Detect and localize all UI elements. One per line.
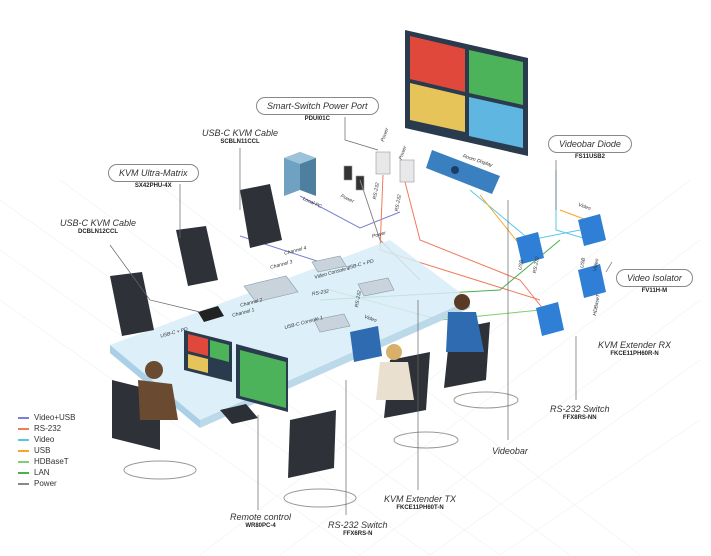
label-kvm-matrix: KVM Ultra-Matrix SX42PHU-4X xyxy=(108,163,199,189)
legend-label: Power xyxy=(34,479,57,488)
legend-swatch xyxy=(18,460,29,463)
legend-item: Video+USB xyxy=(18,412,75,423)
legend-swatch xyxy=(18,416,29,419)
label-power-port: Smart-Switch Power Port PDUI01C xyxy=(256,96,379,122)
label-kvm-ext-tx: KVM Extender TX FKCE11PH60T-N xyxy=(384,494,457,511)
legend-label: USB xyxy=(34,446,51,455)
legend-label: Video xyxy=(34,435,55,444)
legend-swatch xyxy=(18,482,29,485)
legend-label: Video+USB xyxy=(34,413,76,422)
label-usbc-kvm-top: USB-C KVM Cable SCBLN11CCL xyxy=(202,128,279,145)
local-pc xyxy=(284,152,316,196)
legend-item: LAN xyxy=(18,467,75,478)
legend-swatch xyxy=(18,449,29,452)
label-kvm-ext-rx: KVM Extender RX FKCE11PH60R-N xyxy=(598,340,672,357)
label-remote: Remote control WR80PC-4 xyxy=(230,512,292,529)
label-rs232-bottom: RS-232 Switch FFX6RS-N xyxy=(328,520,388,537)
legend-label: HDBaseT xyxy=(34,457,69,466)
video-wall xyxy=(405,30,528,156)
legend-label: LAN xyxy=(34,468,50,477)
label-videobar-diode: Videobar Diode FS11USB2 xyxy=(548,134,632,160)
label-usbc-kvm-left: USB-C KVM Cable DCBLN12CCL xyxy=(60,218,137,235)
table-monitors xyxy=(184,330,288,412)
table-devices xyxy=(198,255,395,424)
label-videobar: Videobar xyxy=(492,446,528,456)
label-rs232-right: RS-232 Switch FFX8RS-NN xyxy=(550,404,610,421)
legend-swatch xyxy=(18,471,29,474)
videobar-device xyxy=(426,150,500,194)
legend-item: USB xyxy=(18,445,75,456)
extender-devices xyxy=(516,214,606,336)
legend-item: HDBaseT xyxy=(18,456,75,467)
legend-swatch xyxy=(18,438,29,441)
legend-swatch xyxy=(18,427,29,430)
legend-item: Video xyxy=(18,434,75,445)
leader-lines xyxy=(109,117,613,515)
legend-label: RS-232 xyxy=(34,424,62,433)
legend-item: Power xyxy=(18,478,75,489)
people xyxy=(138,294,484,420)
power-plugs xyxy=(343,151,415,191)
label-video-isolator: Video Isolator FV11H-M xyxy=(616,268,693,294)
legend-item: RS-232 xyxy=(18,423,75,434)
